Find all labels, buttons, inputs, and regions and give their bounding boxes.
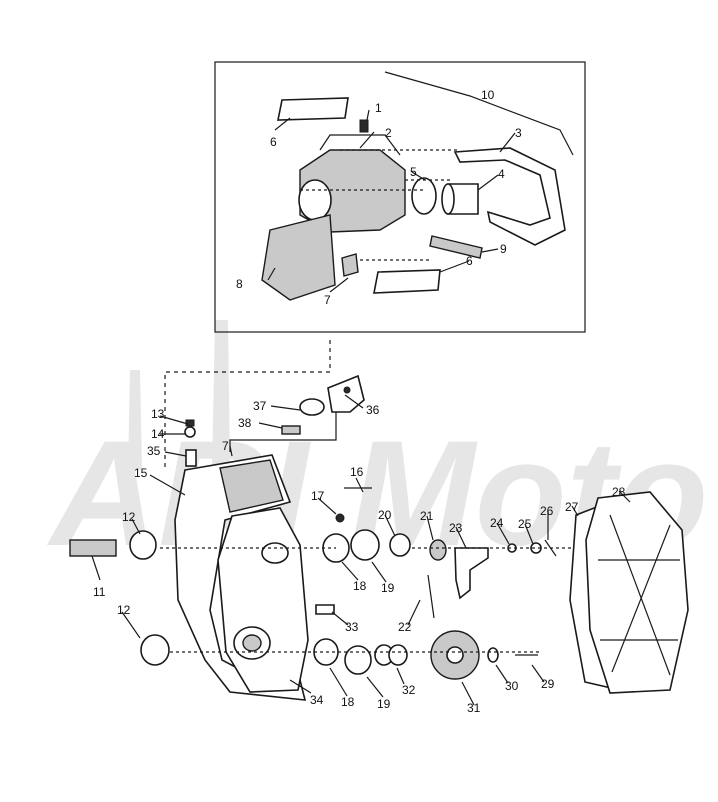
callout-2: 2 [385,126,392,140]
caliper-yoke [453,147,566,246]
callout-23: 23 [449,521,463,535]
callout-30: 30 [505,679,519,693]
caliper-bore [298,179,332,221]
bushing-32b [388,644,408,666]
lever-23 [454,547,489,600]
bolt-13 [185,419,195,427]
callout-14: 14 [151,427,165,441]
washer-14 [184,426,196,438]
piston-seal [411,177,437,215]
callout-31: 31 [467,701,481,715]
callout-34: 34 [310,693,324,707]
callout-10: 10 [481,88,495,102]
callout-24: 24 [490,516,504,530]
callout-38: 38 [238,416,252,430]
upper-hardware [184,374,365,467]
pad-plate-lower [373,269,441,294]
chain-22 [427,574,435,619]
bolt-33 [315,604,335,615]
sprocket-21 [429,539,447,561]
inset-frame [214,61,586,333]
callout-37: 37 [253,399,267,413]
leader-paths [91,109,631,706]
callout-32: 32 [402,683,416,697]
inset-guides [300,149,460,261]
hose-fitting [429,235,483,259]
callout-18b: 18 [341,695,355,709]
callout-11: 11 [93,585,106,599]
caliper-fins [319,134,401,156]
fitting-bolt [281,425,301,435]
bushing-20 [389,533,411,557]
housing-top [219,459,284,513]
callout-5: 5 [410,165,417,179]
shaft-11 [69,539,117,557]
seal-12a [129,530,157,560]
bleeder-screw [359,119,369,133]
callout-6a: 6 [270,135,277,149]
callout-21: 21 [420,509,434,523]
leader-lines [91,109,631,706]
clip-35 [185,449,197,467]
callout10-bracket [384,71,574,156]
callout-18a: 18 [353,579,367,593]
callout-27: 27 [565,500,579,514]
callout-29: 29 [541,677,555,691]
watermark-towers [128,320,230,470]
callout-4: 4 [498,167,505,181]
cover-bore-inner [242,634,262,652]
pad-plate-upper [277,97,349,121]
callout-9: 9 [500,242,507,256]
main-housing [174,454,309,701]
callout-3: 3 [515,126,522,140]
bracket-hole [343,386,351,394]
inset-connector [164,340,331,470]
cover-bore-upper [261,542,289,564]
callout-6b: 6 [466,254,473,268]
axis-lines [160,547,600,653]
callout-22: 22 [398,620,412,634]
mount-bracket [327,374,365,413]
callout-28: 28 [612,485,626,499]
ring-19b [344,645,372,675]
washer-30 [487,647,499,663]
cover-28 [585,491,689,694]
ring-19a [350,529,380,561]
gear-hub [446,646,464,664]
callout-12b: 12 [117,603,131,617]
callout-20: 20 [378,508,392,522]
callout-8: 8 [236,277,243,291]
side-cover [569,491,689,694]
callout-1: 1 [375,101,382,115]
nut-17 [335,513,345,523]
callout-15: 15 [134,466,148,480]
callout-16: 16 [350,465,364,479]
caliper-bracket [261,214,336,301]
cover-ribs [598,514,680,676]
callout-12a: 12 [122,510,136,524]
caliper-inset [214,61,586,333]
banjo-fitting [299,398,325,416]
piston-face [441,183,455,215]
callout-35: 35 [147,444,161,458]
callout-36: 36 [366,403,380,417]
callout-17: 17 [311,489,325,503]
callout-25: 25 [518,517,532,531]
callout-26: 26 [540,504,554,518]
callout-labels: 1 2 3 4 5 6 6 7 8 9 10 11 12 12 13 14 15… [93,88,626,715]
banjo-bolt [341,253,359,277]
shaft-parts [69,487,600,680]
callout-33: 33 [345,620,359,634]
callout-13: 13 [151,407,165,421]
callout-19b: 19 [377,697,391,711]
callout-7a: 7 [324,293,331,307]
seal-12b [140,634,170,666]
callout-7b: 7 [222,439,229,453]
callout-19a: 19 [381,581,395,595]
